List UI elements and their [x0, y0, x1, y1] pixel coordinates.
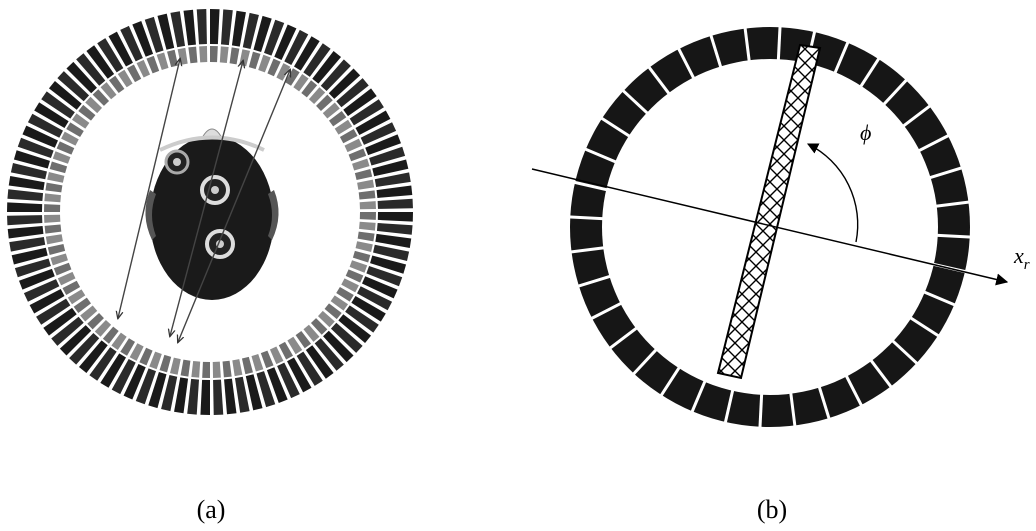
panel-a-detector-photo: (a)	[7, 9, 413, 524]
caption-a: (a)	[197, 495, 226, 524]
panel-b-schematic: ϕ xr (b)	[532, 25, 1030, 524]
head-phantom-icon	[145, 129, 278, 300]
caption-b: (b)	[757, 495, 787, 524]
xr-label: xr	[1013, 243, 1030, 273]
phi-label: ϕ	[860, 120, 871, 145]
